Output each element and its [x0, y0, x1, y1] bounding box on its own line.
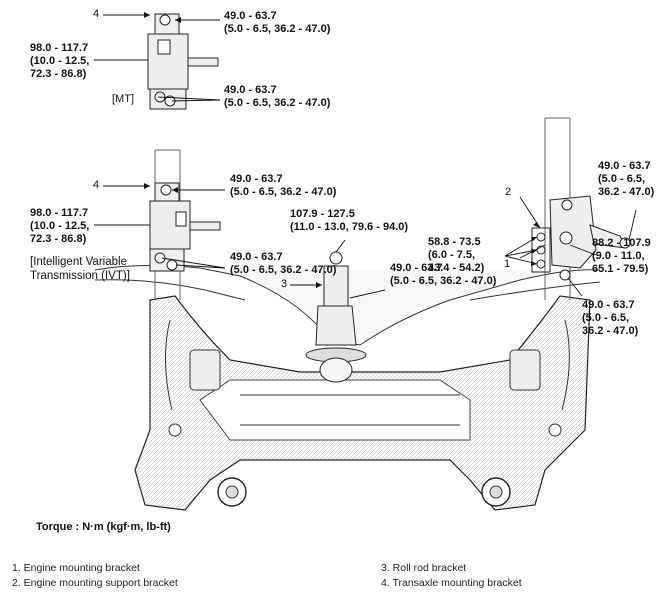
ivt-variant-label: [Intelligent Variable Transmission (IVT)… [30, 256, 130, 282]
subframe-mounting-diagram [94, 12, 637, 511]
ivt-left-torque-label: 98.0 - 117.7 (10.0 - 12.5, 72.3 - 86.8) [30, 207, 90, 245]
engine-left-torque-label: 58.8 - 73.5 (6.0 - 7.5, 43.4 - 54.2) [428, 236, 485, 274]
leader-lines [94, 14, 637, 299]
part-number-2: 2 [505, 186, 512, 198]
legend-item-2: 2. Engine mounting support bracket [12, 577, 178, 589]
engine-bottom-right-torque-label: 49.0 - 63.7 (5.0 - 6.5, 36.2 - 47.0) [582, 299, 639, 337]
roll-rod-bracket-drawing [305, 251, 367, 383]
legend-item-3: 3. Roll rod bracket [381, 562, 467, 574]
ivt-bottom-torque-label: 49.0 - 63.7 (5.0 - 6.5, 36.2 - 47.0) [230, 251, 337, 276]
engine-top-right-torque-label: 49.0 - 63.7 (5.0 - 6.5, 36.2 - 47.0) [598, 160, 655, 198]
part-number-3: 3 [281, 278, 288, 290]
mt-left-torque-label: 98.0 - 117.7 (10.0 - 12.5, 72.3 - 86.8) [30, 42, 90, 80]
legend-item-1: 1. Engine mounting bracket [12, 562, 140, 574]
mt-bottom-torque-label: 49.0 - 63.7 (5.0 - 6.5, 36.2 - 47.0) [224, 84, 331, 109]
part-number-4-ivt: 4 [93, 179, 100, 191]
mt-top-torque-label: 49.0 - 63.7 (5.0 - 6.5, 36.2 - 47.0) [224, 10, 331, 35]
part-number-4-mt: 4 [93, 8, 100, 20]
ivt-top-torque-label: 49.0 - 63.7 (5.0 - 6.5, 36.2 - 47.0) [230, 173, 337, 198]
ivt-transaxle-bracket-drawing [149, 182, 221, 272]
leader-arrowheads [144, 12, 540, 288]
torque-unit-note: Torque : N·m (kgf·m, lb-ft) [36, 521, 171, 533]
mt-transaxle-bracket-drawing [147, 13, 219, 110]
part-number-1: 1 [504, 258, 511, 270]
subframe-drawing [94, 117, 601, 511]
legend-item-4: 4. Transaxle mounting bracket [381, 577, 522, 589]
engine-right-torque-label: 88.2 - 107.9 (9.0 - 11.0, 65.1 - 79.5) [592, 237, 651, 275]
engine-mounting-bracket-drawing [531, 195, 631, 281]
mt-variant-label: [MT] [112, 93, 134, 105]
roll-rod-mid-torque-label: 49.0 - 63.7 (5.0 - 6.5, 36.2 - 47.0) [390, 262, 497, 287]
roll-rod-top-torque-label: 107.9 - 127.5 (11.0 - 13.0, 79.6 - 94.0) [290, 208, 409, 233]
